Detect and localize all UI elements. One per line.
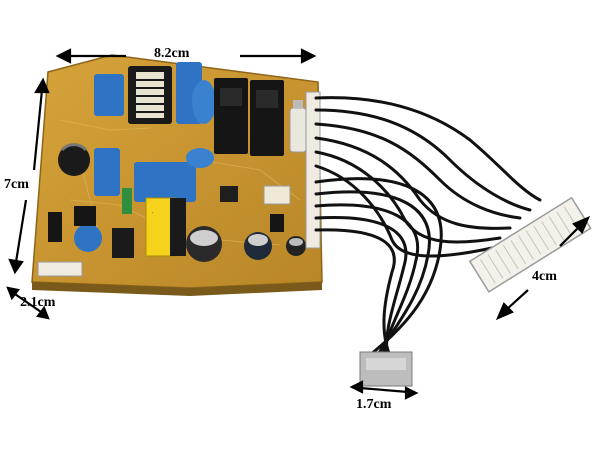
dimension-arrows (6, 48, 591, 400)
electrolytic-capacitors (58, 143, 306, 262)
large-connector (468, 196, 592, 293)
svg-text:.: . (150, 212, 156, 214)
board-edge-connector (37, 91, 321, 277)
small-components (48, 185, 291, 258)
large-connector-width-label: 4cm (532, 269, 557, 284)
board-height-label: 7cm (4, 177, 29, 192)
transformer (128, 66, 172, 124)
power-transformer: . (145, 197, 186, 257)
board-width-label: 8.2cm (154, 46, 190, 61)
fuse (289, 100, 307, 153)
board-thickness-label: 2.1cm (20, 295, 56, 310)
relays (214, 78, 284, 156)
film-capacitors (74, 62, 216, 252)
small-connector-width-label: 1.7cm (356, 397, 392, 412)
small-connector (359, 351, 413, 387)
wire-harness-small (314, 177, 443, 366)
